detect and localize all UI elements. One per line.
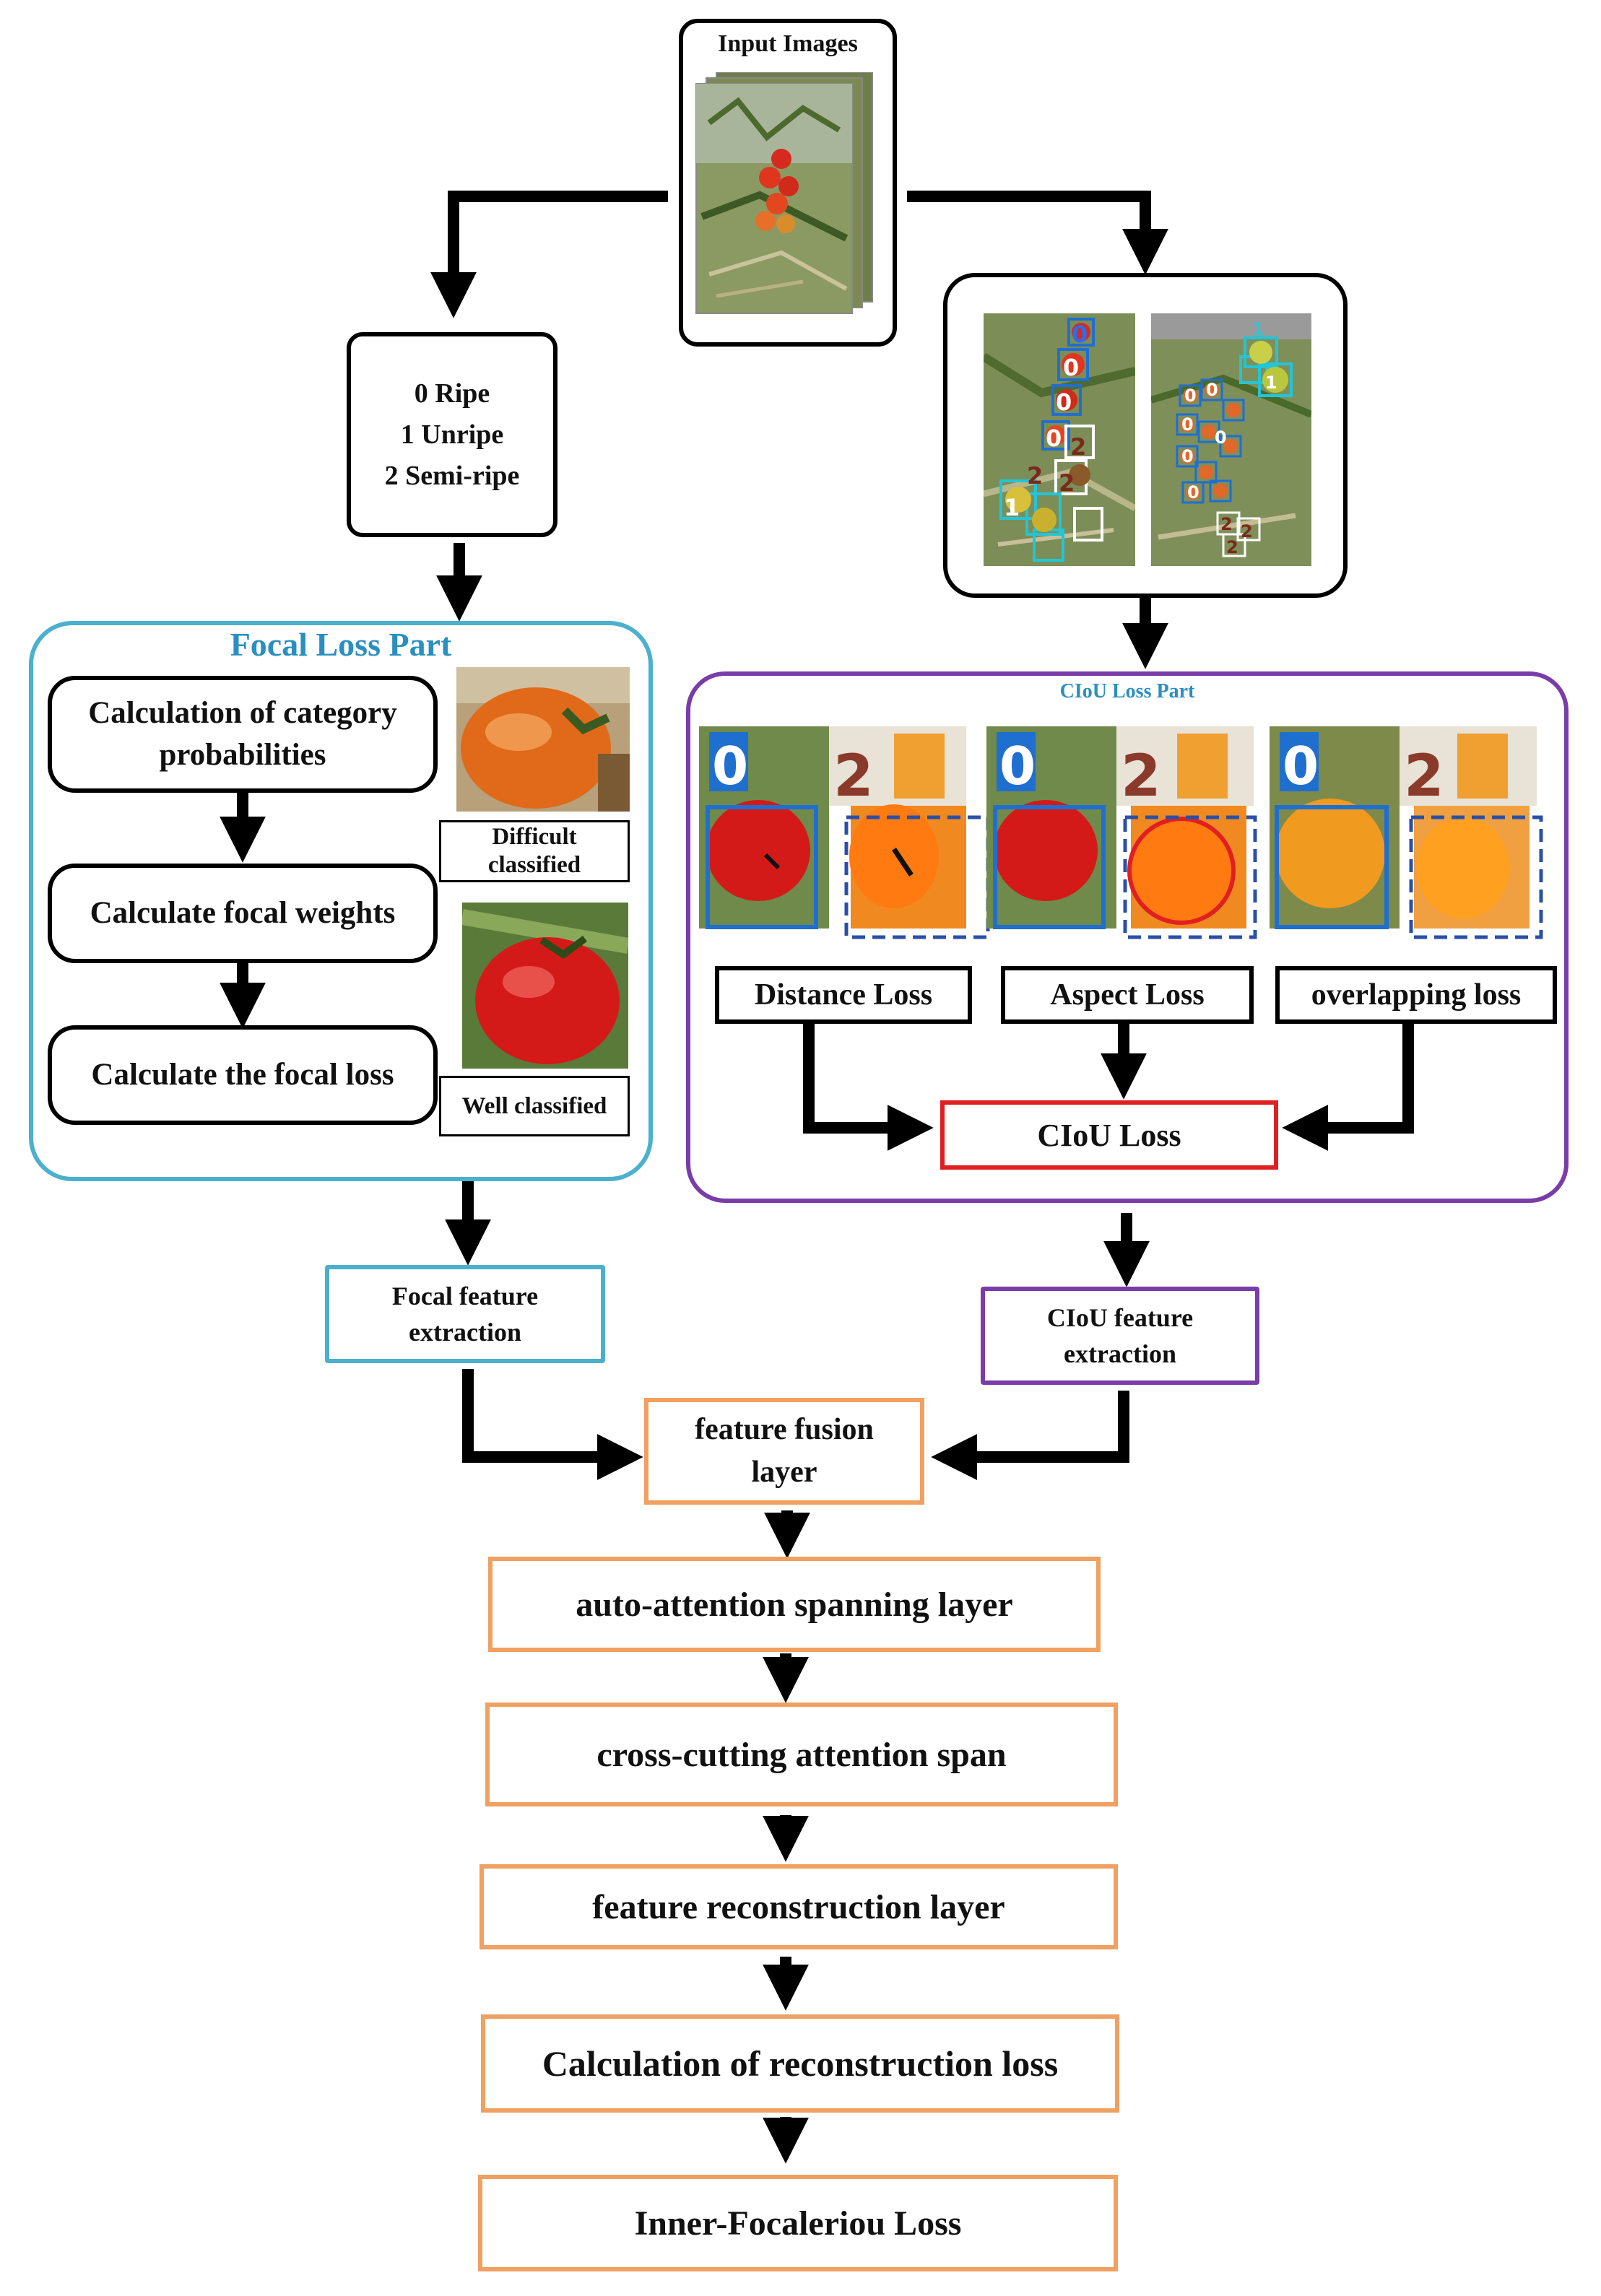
distance-loss-box: Distance Loss <box>715 966 972 1024</box>
input-images-box: Input Images <box>679 19 897 347</box>
arrow-input-to-detections <box>907 191 1168 275</box>
focal-feature-extraction-box: Focal feature extraction <box>325 1265 605 1363</box>
det-right-label-1a: 1 <box>1252 319 1264 339</box>
overlapping-loss-label: overlapping loss <box>1311 978 1522 1012</box>
focal-step-loss: Calculate the focal loss <box>48 1025 438 1125</box>
aspect-loss-label: Aspect Loss <box>1050 978 1205 1012</box>
arrow-input-to-classes <box>430 191 668 318</box>
feature-reconstruction-layer-label: feature reconstruction layer <box>592 1887 1005 1926</box>
feature-fusion-layer-box: feature fusion layer <box>644 1398 924 1505</box>
focal-step-loss-label: Calculate the focal loss <box>91 1057 394 1092</box>
cross-cutting-attention-span-box: cross-cutting attention span <box>485 1703 1118 1806</box>
focal-feature-extraction-label: Focal feature extraction <box>391 1281 539 1347</box>
ciou-feature-extraction-label: CIoU feature extraction <box>1046 1303 1194 1368</box>
auto-attention-spanning-layer-box: auto-attention spanning layer <box>488 1557 1101 1652</box>
detection-image-left: 0 0 0 0 2 2 2 1 <box>984 313 1135 566</box>
input-image-stack <box>695 72 873 314</box>
ciou-loss-box: CIoU Loss <box>940 1100 1278 1170</box>
aspect-box-label-0: 0 <box>999 736 1036 796</box>
overlapping-loss-box: overlapping loss <box>1275 966 1557 1024</box>
focal-step-weights-label: Calculate focal weights <box>90 895 396 930</box>
reconstruction-loss-box: Calculation of reconstruction loss <box>481 2014 1119 2113</box>
det-right-label-0b: 0 <box>1206 380 1218 400</box>
distance-box-label-0: 0 <box>712 736 748 796</box>
ciou-loss-title: CIoU Loss Part <box>1059 680 1195 703</box>
well-tomato-image <box>462 903 628 1069</box>
arrow-overlap-to-ciou <box>1282 1024 1414 1151</box>
det-right-label-0e: 0 <box>1181 446 1194 466</box>
aspect-loss-box: Aspect Loss <box>1001 966 1254 1024</box>
aspect-box-label-2: 2 <box>1121 742 1161 809</box>
cross-cutting-attention-span-label: cross-cutting attention span <box>596 1735 1007 1774</box>
inner-focaleriou-loss-label: Inner-Focaleriou Loss <box>634 2204 962 2243</box>
det-label-2b: 2 <box>1027 462 1043 490</box>
difficult-classified-text: Difficult classified <box>487 824 581 878</box>
focal-step-probabilities-label: Calculation of category probabilities <box>88 695 397 772</box>
difficult-classified-label: Difficult classified <box>439 820 630 882</box>
detection-results-box <box>943 273 1348 598</box>
input-images-title: Input Images <box>718 30 858 57</box>
det-right-label-1b: 1 <box>1265 373 1277 393</box>
inner-focaleriou-loss-box: Inner-Focaleriou Loss <box>478 2175 1118 2271</box>
overlapping-loss-illustration: 0 2 <box>1270 726 1543 939</box>
det-label-2c: 2 <box>1059 469 1075 497</box>
class-semi-ripe: 2 Semi-ripe <box>384 460 520 491</box>
det-right-label-0a: 0 <box>1184 386 1197 406</box>
det-label-2a: 2 <box>1070 433 1086 461</box>
det-label-0a: 0 <box>1072 321 1088 348</box>
det-right-label-2b: 2 <box>1241 521 1253 542</box>
ciou-feature-extraction-box: CIoU feature extraction <box>981 1287 1259 1385</box>
focal-loss-title: Focal Loss Part <box>230 626 452 663</box>
det-right-label-0d: 0 <box>1215 427 1227 448</box>
class-ripe: 0 Ripe <box>414 378 490 409</box>
detection-image-right: 1 1 0 0 0 0 0 0 2 2 2 <box>1151 313 1311 566</box>
focal-step-weights: Calculate focal weights <box>48 864 438 963</box>
distance-loss-label: Distance Loss <box>754 978 933 1012</box>
arrow-distance-to-ciou <box>803 1024 934 1151</box>
det-right-label-2c: 2 <box>1226 537 1238 557</box>
det-label-0c: 0 <box>1056 388 1072 416</box>
well-classified-text: Well classified <box>461 1092 607 1119</box>
feature-fusion-layer-label: feature fusion layer <box>695 1413 874 1489</box>
det-right-label-0f: 0 <box>1187 482 1199 503</box>
class-unripe: 1 Unripe <box>400 419 504 450</box>
ciou-loss-panel <box>686 671 1569 1203</box>
arrow-focalfeat-to-fusion <box>462 1369 643 1480</box>
arrow-cioufeat-to-fusion <box>931 1391 1129 1480</box>
difficult-tomato-image <box>456 667 630 812</box>
reconstruction-loss-label: Calculation of reconstruction loss <box>542 2043 1059 2084</box>
overlap-box-label-0: 0 <box>1283 736 1319 796</box>
auto-attention-spanning-layer-label: auto-attention spanning layer <box>576 1585 1013 1624</box>
ciou-loss-label: CIoU Loss <box>1037 1117 1181 1153</box>
distance-loss-illustration: 0 2 <box>699 726 990 939</box>
det-right-label-0c: 0 <box>1181 414 1194 435</box>
well-classified-label: Well classified <box>439 1076 630 1136</box>
focal-loss-panel <box>29 621 653 1181</box>
aspect-loss-illustration: 0 2 <box>986 726 1257 939</box>
feature-reconstruction-layer-box: feature reconstruction layer <box>480 1864 1118 1949</box>
det-label-0d: 0 <box>1046 425 1062 452</box>
overlap-box-label-2: 2 <box>1404 742 1444 809</box>
det-right-label-2a: 2 <box>1220 514 1233 534</box>
class-list-box: 0 Ripe 1 Unripe 2 Semi-ripe <box>347 332 557 537</box>
det-label-1a: 1 <box>1004 494 1020 521</box>
det-label-0b: 0 <box>1063 354 1079 381</box>
focal-step-probabilities: Calculation of category probabilities <box>48 676 438 793</box>
distance-box-label-2: 2 <box>833 742 874 809</box>
